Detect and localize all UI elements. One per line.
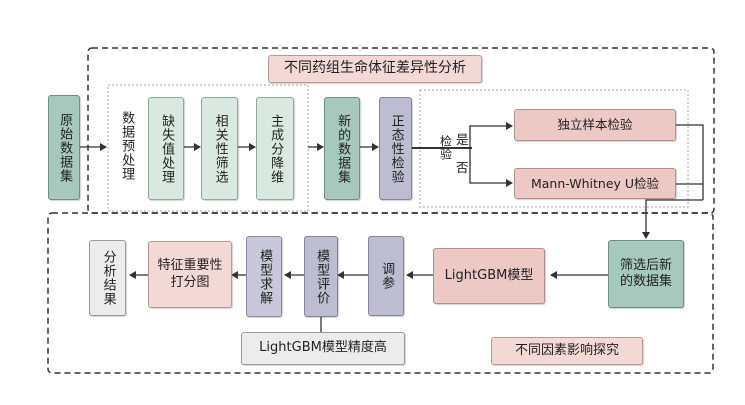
feature-importance-box: 特征重要性打分图 [148,241,232,308]
correlation-filter-box: 相关性筛选 [201,97,238,200]
model-solve-box: 模型求解 [246,236,282,317]
preprocess-dotted-frame [107,84,309,212]
missing-value-box: 缺失值处理 [148,97,184,200]
arrow-branch-no [469,148,513,187]
raw-data-box: 原始数据集 [48,95,80,200]
normality-test-box: 正态性检验 [379,97,412,200]
preprocess-label: 数据预处理 [119,111,135,181]
precision-box: LightGBM模型精度高 [241,332,405,365]
analysis-result-box: 分析结果 [89,240,126,316]
title-box: 不同药组生命体征差异性分析 [268,55,482,83]
mann-whitney-box: Mann-Whitney U检验 [514,168,676,199]
pca-box: 主成分降维 [256,97,294,200]
bottom-label-box: 不同因素影响探究 [491,337,643,365]
branch-yes-label: 是 [456,132,469,147]
tuning-box: 调参 [368,236,404,316]
new-dataset-box: 新的数据集 [324,97,360,200]
bottom-dashed-frame [47,212,714,374]
arrow-to-filtered [642,199,703,239]
top-dashed-frame [87,47,715,214]
filtered-dataset-box: 筛选后新的数据集 [608,240,684,308]
test-label: 检验 [438,135,453,161]
test-dotted-frame [419,89,689,208]
t-test-box: 独立样本检验 [514,109,676,141]
arrow-branch-yes [469,122,513,148]
model-evaluation-box: 模型评价 [304,236,338,317]
lightgbm-model-box: LightGBM模型 [433,248,545,304]
branch-no-label: 否 [456,160,469,175]
line-ttest-out [676,124,704,200]
